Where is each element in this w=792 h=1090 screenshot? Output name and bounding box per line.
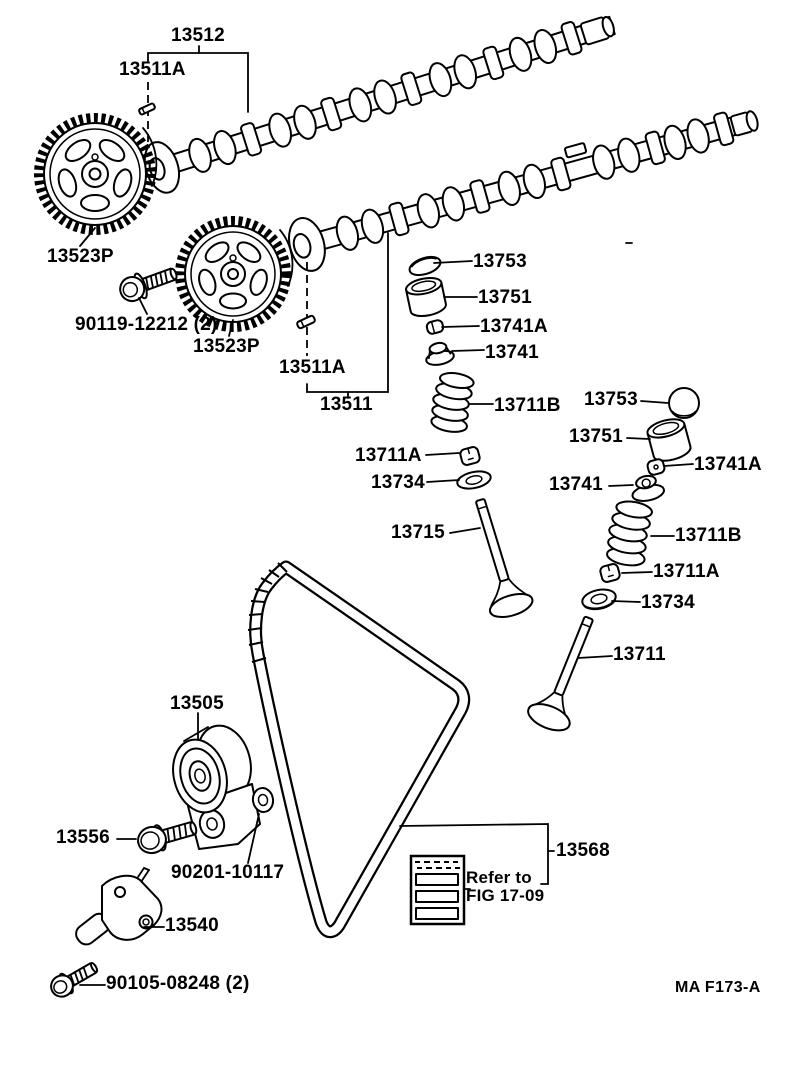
- label-camshaft-no2: 13512: [171, 25, 225, 46]
- reference-note-line1: Refer to: [466, 868, 532, 887]
- label-tensioner-pulley: 13505: [170, 693, 224, 714]
- tensioner-assembly: [137, 724, 275, 855]
- label-pulley-bolt: 90119-12212 (2): [75, 314, 218, 335]
- tensioner-pulley-drawing: [172, 738, 228, 814]
- valve-parts-middle: [405, 255, 534, 619]
- valve-spring-middle: [430, 372, 475, 433]
- label-lock-right: 13741A: [694, 454, 762, 475]
- label-shim-right: 13753: [584, 389, 638, 410]
- valve-exhaust-drawing: [475, 498, 534, 619]
- label-lifter-mid: 13751: [478, 287, 532, 308]
- figure-code: MA F173-A: [675, 979, 761, 996]
- label-spring-right: 13711B: [675, 525, 742, 546]
- label-pulley-right: 13523P: [193, 336, 260, 357]
- label-pulley-left: 13523P: [47, 246, 114, 267]
- valve-intake-drawing: [527, 615, 594, 732]
- belt-tensioner-drawing: [75, 867, 163, 946]
- label-valve-exhaust: 13715: [391, 522, 445, 543]
- leader-lines: [79, 227, 694, 986]
- label-lock-mid: 13741A: [480, 316, 548, 337]
- timing-pulley-right-drawing: [175, 216, 294, 332]
- label-mount-bolt: 90105-08248 (2): [106, 973, 250, 994]
- label-spring-mid: 13711B: [494, 395, 561, 416]
- timing-pulley-left-drawing: [34, 113, 158, 235]
- label-tensioner-bolt: 13556: [56, 827, 110, 848]
- label-timing-belt: 13568: [556, 840, 610, 861]
- label-seat-right: 13734: [641, 592, 695, 613]
- label-belt-tensioner: 13540: [165, 915, 219, 936]
- valve-spring-right: [606, 500, 653, 567]
- timing-belt-drawing: [247, 560, 471, 939]
- tensioner-mount-bolt-drawing: [50, 962, 99, 998]
- label-tensioner-washer: 90201-10117: [171, 862, 285, 883]
- label-camshaft-no1: 13511: [320, 394, 373, 415]
- label-key-mid: 13511A: [279, 357, 346, 378]
- tensioner-bolt-drawing: [137, 821, 198, 855]
- label-shim-mid: 13753: [473, 251, 527, 272]
- leader-brackets: [138, 45, 633, 399]
- label-seat-mid: 13734: [371, 472, 425, 493]
- camshaft-lower-drawing: [288, 110, 759, 272]
- caution-sticker-drawing: [399, 823, 555, 926]
- valve-parts-right: [527, 387, 700, 732]
- reference-note-line2: FIG 17-09: [466, 886, 545, 905]
- label-key-top: 13511A: [119, 59, 186, 80]
- label-valve-intake: 13711: [613, 644, 666, 665]
- label-lifter-right: 13751: [569, 426, 623, 447]
- label-keeper-right: 13711A: [653, 561, 720, 582]
- belt-teeth: [247, 562, 288, 663]
- camshaft-top-drawing: [143, 15, 616, 194]
- label-retainer-right: 13741: [549, 474, 603, 495]
- tensioner-washer-drawing: [251, 787, 275, 813]
- pulley-bolt-drawing: [119, 267, 178, 303]
- label-retainer-mid: 13741: [485, 342, 539, 363]
- label-keeper-mid: 13711A: [355, 445, 422, 466]
